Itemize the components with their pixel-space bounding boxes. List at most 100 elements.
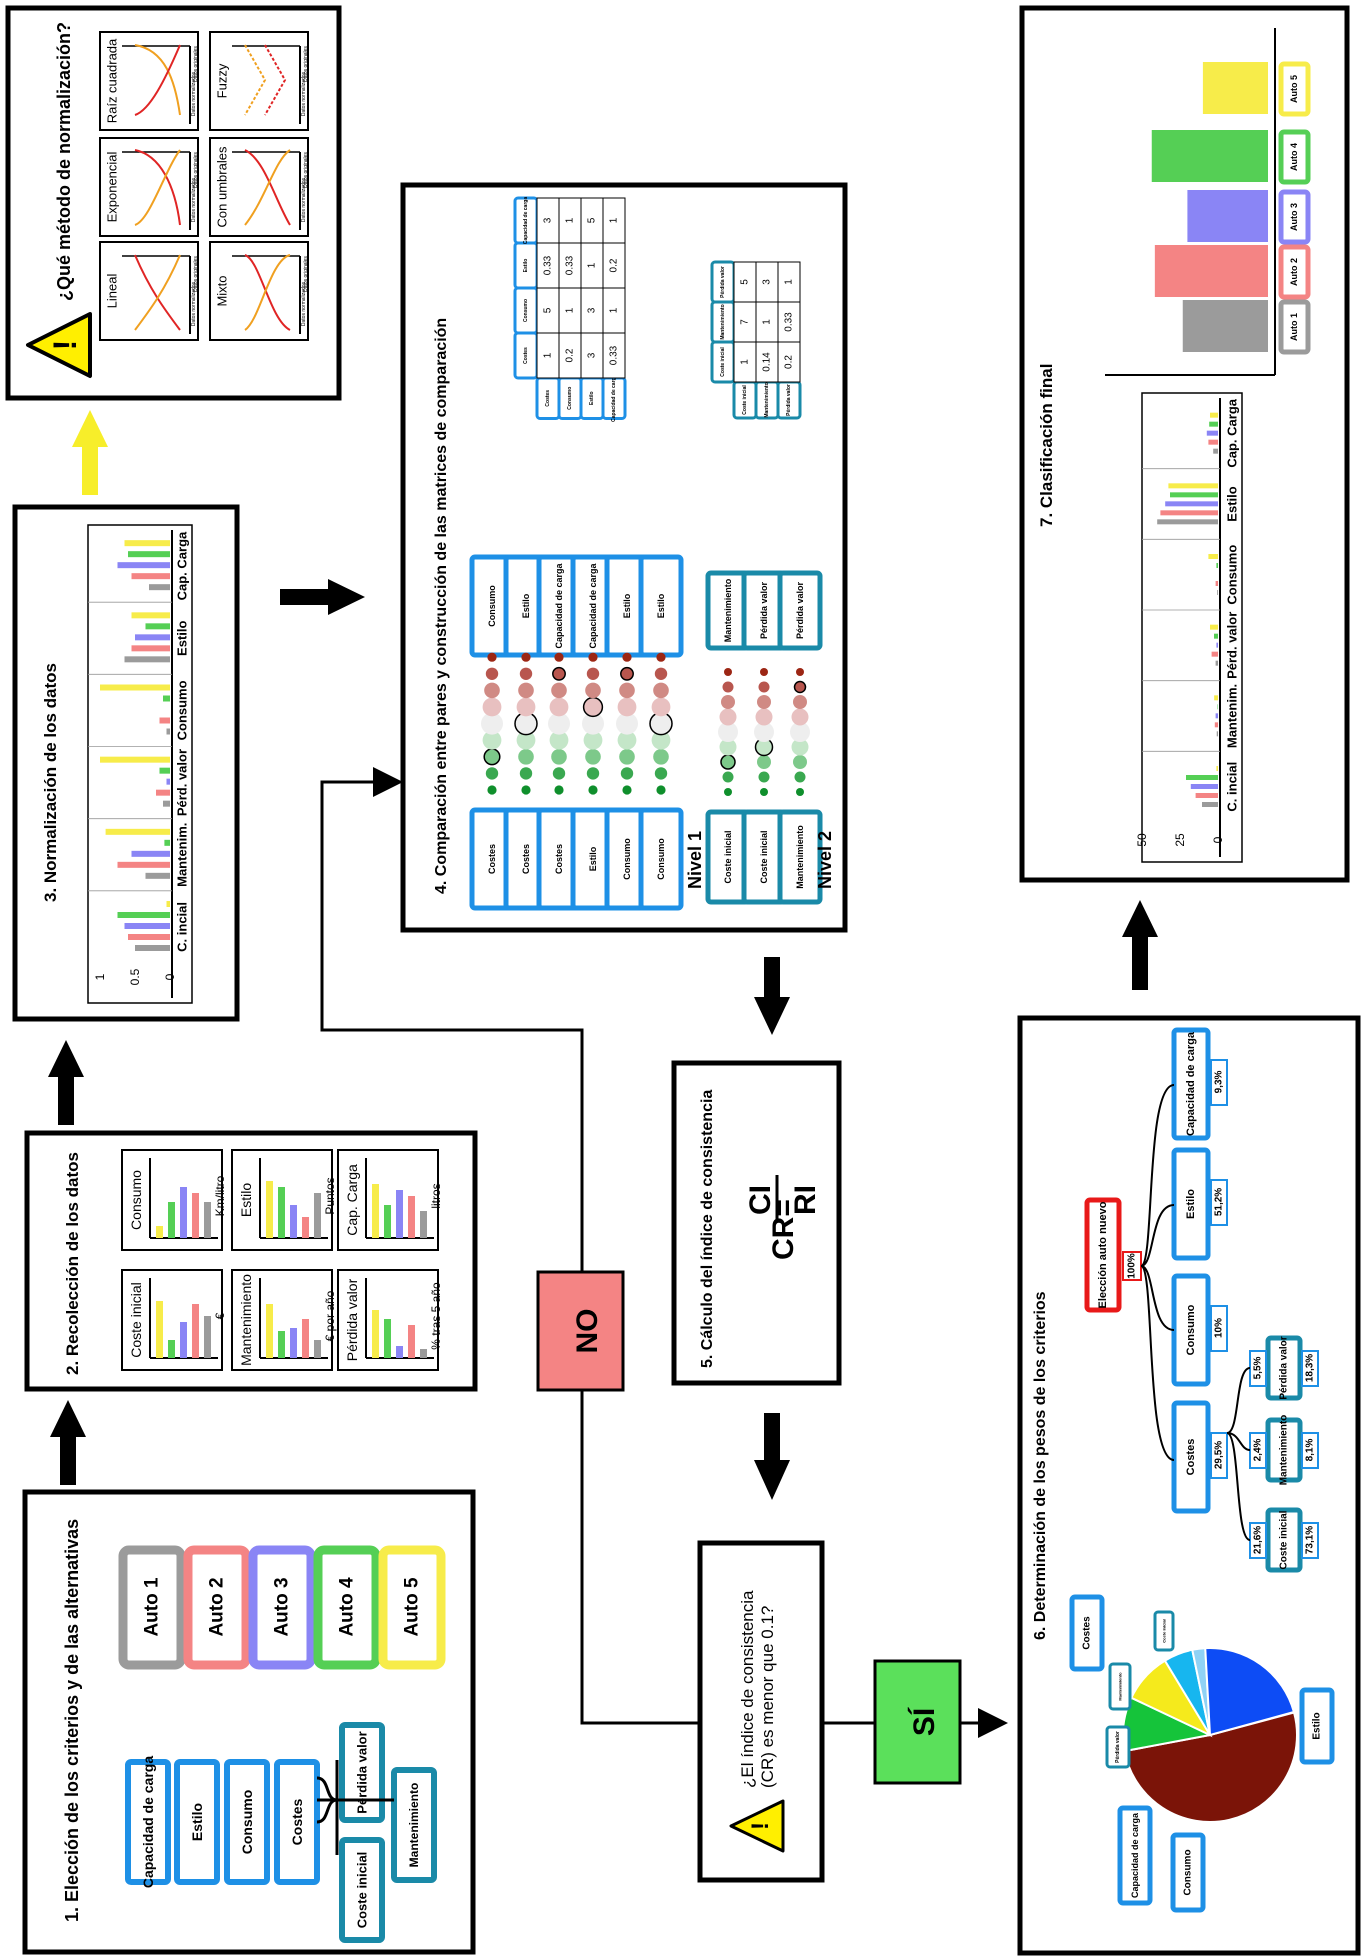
weight-pct: 9,3% [1214, 1070, 1225, 1093]
level2-left-box: Mantenimiento [777, 809, 823, 905]
scale-dot [793, 680, 807, 694]
data-bar [302, 1217, 309, 1238]
matrix-value: 0.14 [762, 352, 773, 372]
weight-subcriterion-box-label: Coste inicial [1279, 1510, 1290, 1569]
scale-dot [755, 708, 773, 726]
norm-chart-bar [100, 684, 170, 691]
sub-local-pct: 5,5% [1253, 1356, 1264, 1379]
scale-dot [790, 722, 810, 742]
scale-dot [549, 697, 569, 717]
final-chart-bar [1215, 713, 1218, 719]
data-bar [180, 1187, 187, 1238]
data-chart-name: Pérdida valor [344, 1278, 360, 1361]
arrow-step3-to-step4 [280, 579, 365, 615]
matrix-value: 0.2 [609, 258, 620, 272]
criteria-bracket [316, 1760, 339, 1855]
final-chart-ytick: 0 [1211, 836, 1225, 843]
norm-method-curve [134, 149, 181, 226]
ranking-label-frame [1278, 299, 1311, 355]
data-bar [396, 1346, 403, 1358]
level1-left-box-frame [638, 807, 684, 911]
ranking-bar-5 [1202, 62, 1268, 114]
matrix-level2-col-header: Coste inicial [710, 340, 736, 384]
criterion-box-3: Consumo [224, 1759, 270, 1885]
criterion-box-1-frame [125, 1759, 171, 1885]
alternative-frame [378, 1545, 446, 1670]
sub-global-pct: 8,1% [1305, 1438, 1316, 1461]
level1-right-box-label: Consumo [487, 585, 497, 627]
weight-criterion-box-label: Consumo [1185, 1304, 1197, 1355]
norm-method-name: Exponencial [105, 151, 120, 222]
norm-method-curve [134, 149, 181, 226]
scale-dot [754, 722, 774, 742]
pie-label-capacidad: Capacidad de carga [1117, 1805, 1153, 1906]
matrix-level1-row-header: Capacidad de carga [601, 374, 627, 422]
norm-chart-bar [163, 695, 170, 702]
scale-dot [622, 785, 632, 795]
norm-method-xlabel: Datos originales [303, 46, 309, 82]
data-bar [204, 1316, 211, 1358]
sub-local-pct: 2,4% [1253, 1438, 1264, 1461]
sub-global-pct: 73,1% [1305, 1526, 1316, 1554]
level2-left-box: Coste inicial [741, 809, 787, 905]
matrix-value: 0.33 [609, 345, 620, 365]
svg-text:!: ! [747, 1822, 774, 1830]
pie-label-costes-frame [1069, 1594, 1105, 1672]
matrix-level2-row-header-label: Pérdida valor [786, 384, 792, 416]
matrix-value: 5 [587, 217, 598, 223]
norm-method-curve [134, 44, 181, 116]
norm-chart-bar [145, 872, 170, 879]
final-chart-bar [1215, 660, 1218, 666]
norm-chart-bar [166, 901, 170, 907]
matrix-value: 7 [740, 319, 751, 325]
level1-label: Nivel 1 [685, 831, 705, 889]
scale-dot [551, 749, 567, 765]
data-bar [314, 1193, 321, 1238]
final-chart-group-label: Cap. Carga [1225, 398, 1240, 467]
scale-dot [619, 682, 635, 699]
level1-left-box-label: Consumo [622, 838, 632, 880]
level1-right-box-label: Estilo [521, 593, 531, 618]
scale-dot [760, 668, 768, 676]
final-chart-bar [1206, 430, 1218, 436]
matrix-value: 5 [740, 279, 751, 285]
matrix-value: 3 [543, 217, 554, 223]
matrix-level1-col-header-label: Capacidad de carga [523, 197, 529, 244]
matrix-level2-row-header-label: Mantenimiento [764, 382, 770, 417]
pie-label-consumo: Consumo [1170, 1832, 1206, 1913]
norm-chart-bar [164, 839, 170, 846]
level2-right-box-label: Pérdida valor [759, 581, 769, 639]
norm-chart-bar [131, 612, 170, 619]
matrix-level1-row-header: Estilo [579, 376, 605, 420]
pie-label-costes: Costes [1069, 1594, 1105, 1672]
final-chart-bar [1157, 519, 1218, 525]
data-chart-unit: € por año [323, 1290, 337, 1341]
final-chart-bar [1216, 642, 1218, 648]
matrix-level1-col-header: Consumo [513, 286, 539, 335]
norm-method-frame [209, 137, 309, 237]
data-chart-unit: litros [429, 1183, 443, 1208]
data-chart-name: Mantenimiento [238, 1274, 254, 1366]
level1-right-box: Estilo [638, 554, 684, 658]
scale-dot [521, 652, 531, 662]
norm-method-ylabel: Datos normalizados [191, 281, 197, 326]
pie-label-mantenimiento: Mantenimiento [1108, 1662, 1132, 1711]
norm-chart-ytick: 0.5 [128, 968, 142, 985]
norm-method-curve [244, 149, 291, 226]
pie-label-coste-inicial: Coste inicial [1153, 1610, 1175, 1652]
ranking-bar-4 [1151, 130, 1268, 182]
weight-subcriterion-box: Pérdida valor [1265, 1335, 1303, 1401]
criterion-box-3-label: Consumo [239, 1790, 255, 1855]
data-bar [192, 1193, 199, 1238]
data-chart-unit: Puntos [323, 1177, 337, 1214]
alternative-box-4: Auto 4 [313, 1545, 381, 1670]
ranking-label-2: Auto 2 [1278, 244, 1311, 300]
norm-chart-bar [131, 850, 170, 857]
level1-left-box-label: Consumo [656, 838, 666, 880]
weight-criterion-box: Capacidad de carga [1171, 1027, 1211, 1141]
ranking-label-text: Auto 2 [1289, 258, 1299, 286]
weight-criterion-box-frame [1171, 1400, 1211, 1514]
